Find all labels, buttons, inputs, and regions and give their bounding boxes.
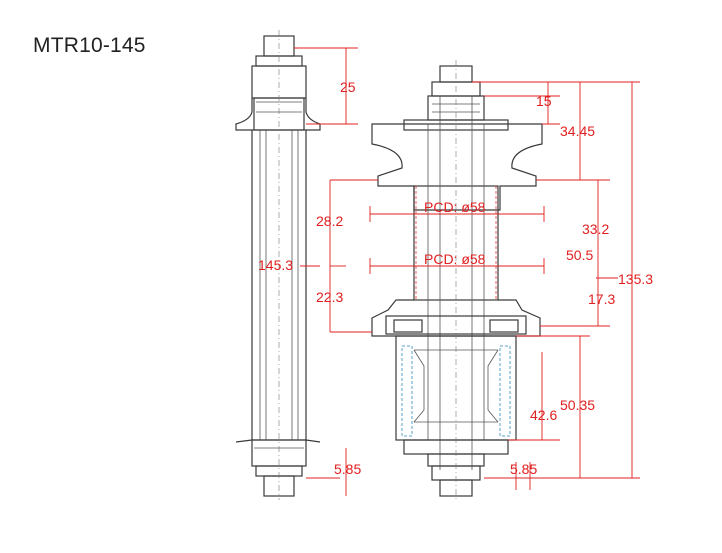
side-view xyxy=(235,30,321,500)
dim-15: 15 xyxy=(536,93,552,109)
dim-42-6: 42.6 xyxy=(530,407,557,423)
side-view-dimensions xyxy=(294,47,358,496)
dim-5-85-right: 5.85 xyxy=(510,461,537,477)
drawing-title: MTR10-145 xyxy=(33,34,146,57)
dim-pcd-bottom: PCD: ø58 xyxy=(424,251,486,267)
dim-33-2: 33.2 xyxy=(582,221,609,237)
dim-5-85-left: 5.85 xyxy=(334,461,361,477)
dim-22-3: 22.3 xyxy=(316,289,343,305)
dim-145-3: 145.3 xyxy=(258,257,293,273)
dim-17-3: 17.3 xyxy=(588,291,615,307)
dim-50-5: 50.5 xyxy=(566,247,593,263)
hub-section-dimensions xyxy=(329,81,640,490)
dim-25: 25 xyxy=(340,79,356,95)
dim-28-2: 28.2 xyxy=(316,213,343,229)
dim-50-35: 50.35 xyxy=(560,397,595,413)
hub-section-view xyxy=(371,60,543,500)
dim-pcd-top: PCD: ø58 xyxy=(424,199,486,215)
dim-135-3: 135.3 xyxy=(618,271,653,287)
dim-34-45: 34.45 xyxy=(560,123,595,139)
